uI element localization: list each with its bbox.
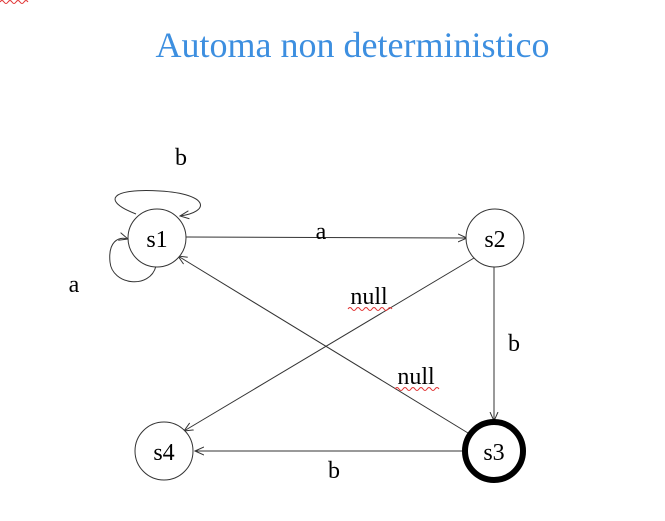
- state-s2: s2: [465, 208, 525, 268]
- edge-s1-s1-b: [114, 190, 201, 216]
- label-s2-s4-null: null: [350, 284, 388, 310]
- label-s3-s4-b: b: [328, 458, 340, 484]
- transitions: [109, 190, 494, 451]
- edge-s1-s2: [185, 237, 467, 238]
- state-s3-accepting: s3: [462, 419, 526, 483]
- edge-s3-s1: [178, 256, 469, 434]
- slide-title: Automa non deterministico: [155, 25, 550, 65]
- state-s3-label: s3: [483, 440, 504, 466]
- label-s1-s1-a: a: [69, 272, 80, 298]
- transition-labels: b a a null b null b: [69, 145, 520, 484]
- states: s1 s2 s3 s4: [127, 208, 526, 483]
- label-s1-s1-b: b: [175, 145, 187, 171]
- state-s1: s1: [127, 208, 187, 268]
- spellcheck-underline-corner: [0, 0, 29, 4]
- state-s4-label: s4: [153, 440, 174, 466]
- edge-s1-s1-a: [109, 238, 157, 283]
- state-s2-label: s2: [484, 227, 505, 253]
- spellcheck-underline-1: [347, 307, 393, 311]
- spellcheck-underline-2: [394, 387, 440, 391]
- label-s2-s3-b: b: [508, 331, 520, 357]
- state-s1-label: s1: [146, 227, 167, 253]
- label-s3-s1-null: null: [397, 364, 435, 390]
- edge-s2-s4: [184, 257, 475, 431]
- state-s4: s4: [134, 421, 194, 481]
- label-s1-s2-a: a: [316, 219, 327, 245]
